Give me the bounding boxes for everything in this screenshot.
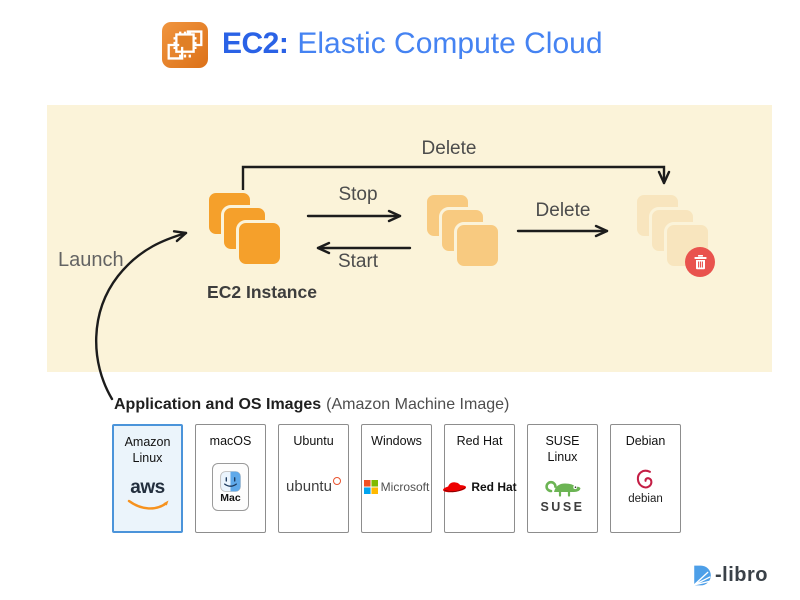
d-libro-logo: [693, 565, 712, 586]
ec2-instance-label: EC2 Instance: [207, 282, 317, 302]
ami-card-label: Ubuntu: [293, 434, 334, 448]
ami-card-label: Windows: [371, 434, 422, 448]
ami-card-label: SUSE Linux: [545, 434, 580, 464]
mac-finder-logo: Mac: [212, 462, 249, 511]
finder-face-icon: [220, 470, 241, 492]
suse-logo-text: SUSE: [540, 500, 585, 515]
ami-card-ubuntu[interactable]: Ubuntu ubuntu: [278, 424, 349, 533]
ec2-instance-stopped-stack: [424, 192, 501, 269]
ubuntu-circle-logo: ubuntu: [286, 477, 341, 496]
delete-top-label: Delete: [421, 138, 477, 159]
ami-section-heading: Application and OS Images(Amazon Machine…: [114, 396, 509, 414]
delete-middle-label: Delete: [535, 200, 591, 221]
brand-text: -libro: [715, 564, 768, 586]
ami-heading-note: (Amazon Machine Image): [326, 396, 510, 413]
ami-card-label: macOS: [209, 434, 252, 448]
launch-label: Launch: [58, 249, 124, 271]
aws-logo-text: aws: [130, 477, 165, 499]
ami-card-label: Red Hat: [456, 434, 503, 448]
microsoft-logo-text: Microsoft: [380, 479, 430, 494]
ubuntu-logo-text: ubuntu: [286, 478, 332, 496]
instance-square: [236, 220, 283, 267]
ami-card-label: Debian: [625, 434, 666, 448]
aws-smile-icon: [127, 499, 168, 510]
redhat-fedora-icon: [443, 482, 467, 493]
start-label: Start: [337, 251, 379, 272]
page-title: EC2:Elastic Compute Cloud: [222, 27, 603, 61]
ami-card-suse[interactable]: SUSE Linux SUSE: [527, 424, 598, 533]
instance-square: [454, 222, 501, 269]
delete-badge: [685, 247, 715, 277]
page-title-name: Elastic Compute Cloud: [297, 27, 603, 60]
ami-card-label: Amazon Linux: [124, 435, 171, 465]
ubuntu-circle-of-friends-icon: [332, 477, 341, 486]
mac-logo-text: Mac: [220, 491, 241, 504]
ec2-instance-running-stack: [206, 190, 283, 267]
ami-card-windows[interactable]: Windows Microsoft: [361, 424, 432, 533]
ec2-icon: [162, 22, 208, 68]
debian-swirl-icon: [637, 469, 653, 489]
ami-heading-bold: Application and OS Images: [114, 396, 322, 413]
stop-label: Stop: [338, 184, 378, 205]
dlibro-brand: -libro: [688, 563, 768, 588]
ami-card-amazon-linux[interactable]: Amazon Linux aws: [112, 424, 183, 533]
redhat-fedora-logo: Red Hat: [442, 479, 517, 494]
trash-icon: [694, 255, 706, 270]
redhat-logo-text: Red Hat: [471, 479, 517, 494]
ami-card-debian[interactable]: Debian debian: [610, 424, 681, 533]
microsoft-squares-icon: [363, 479, 378, 494]
ami-card-row: Amazon Linux aws macOS Mac: [112, 424, 681, 533]
aws-logo: aws: [125, 466, 171, 523]
debian-logo-text: debian: [628, 493, 663, 506]
page-title-service: EC2:: [222, 27, 289, 60]
ami-card-macos[interactable]: macOS Mac: [195, 424, 266, 533]
suse-chameleon-icon: [545, 481, 581, 497]
ami-card-redhat[interactable]: Red Hat Red Hat: [442, 424, 517, 533]
microsoft-logo: Microsoft: [363, 479, 430, 494]
ec2-icon-glyph: [167, 30, 203, 60]
